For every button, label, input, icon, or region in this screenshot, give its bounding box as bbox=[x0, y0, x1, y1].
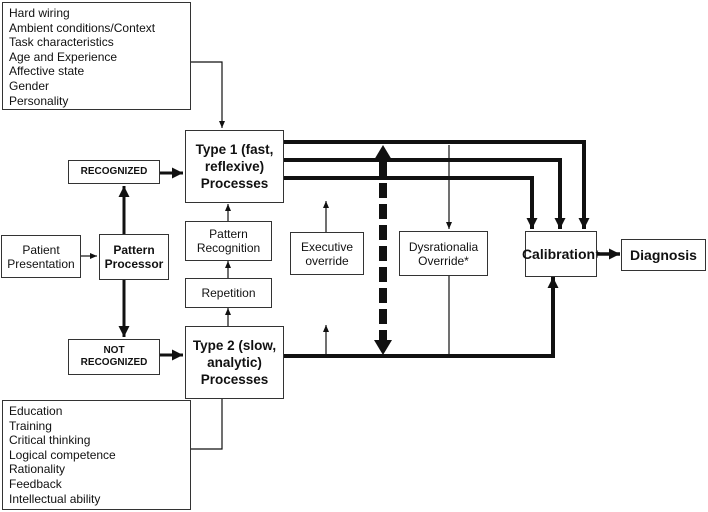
context-factor: Affective state bbox=[9, 64, 85, 79]
arrow-context-to-type1 bbox=[191, 61, 225, 128]
diagnosis-box: Diagnosis bbox=[621, 239, 706, 271]
toggle-arrowhead-up bbox=[374, 145, 392, 160]
pattern-recognition-box: Pattern Recognition bbox=[185, 221, 272, 261]
dysrationalia-override-box: Dysrationalia Override* bbox=[399, 231, 488, 276]
patient-presentation-box: Patient Presentation bbox=[1, 235, 81, 278]
repetition-box: Repetition bbox=[185, 278, 272, 308]
education-factor: Rationality bbox=[9, 462, 66, 477]
type2-processes-box: Type 2 (slow, analytic) Processes bbox=[185, 326, 284, 399]
context-factor: Task characteristics bbox=[9, 35, 114, 50]
education-factor: Logical competence bbox=[9, 447, 116, 462]
context-factor: Gender bbox=[9, 78, 50, 93]
arrow-type2-to-calibration bbox=[284, 277, 559, 358]
arrow-type1-to-calibration-3 bbox=[284, 176, 538, 229]
education-factors-box: Education Training Critical thinking Log… bbox=[2, 400, 191, 510]
pattern-processor-box: Pattern Processor bbox=[99, 234, 169, 280]
education-factor: Intellectual ability bbox=[9, 491, 101, 506]
calibration-box: Calibration† bbox=[521, 231, 601, 277]
not-recognized-box: NOT RECOGNIZED bbox=[68, 339, 160, 375]
toggle-arrowhead-down bbox=[374, 340, 392, 355]
education-factor: Education bbox=[9, 404, 63, 418]
calibration-dagger: † bbox=[595, 249, 601, 259]
type1-processes-box: Type 1 (fast, reflexive) Processes bbox=[185, 130, 284, 203]
context-factors-box: Hard wiring Ambient conditions/Context T… bbox=[2, 2, 191, 110]
recognized-box: RECOGNIZED bbox=[68, 160, 160, 184]
executive-override-box: Executive override bbox=[290, 232, 364, 275]
context-factor: Hard wiring bbox=[9, 6, 70, 20]
context-factor: Ambient conditions/Context bbox=[9, 20, 156, 35]
education-factor: Critical thinking bbox=[9, 433, 91, 448]
arrow-education-to-type2 bbox=[191, 378, 225, 450]
education-factor: Training bbox=[9, 418, 52, 433]
context-factor: Age and Experience bbox=[9, 49, 118, 64]
arrow-type1-to-calibration-1 bbox=[284, 140, 590, 229]
context-factor: Personality bbox=[9, 93, 69, 108]
education-factor: Feedback bbox=[9, 476, 62, 491]
calibration-label: Calibration bbox=[521, 246, 596, 262]
